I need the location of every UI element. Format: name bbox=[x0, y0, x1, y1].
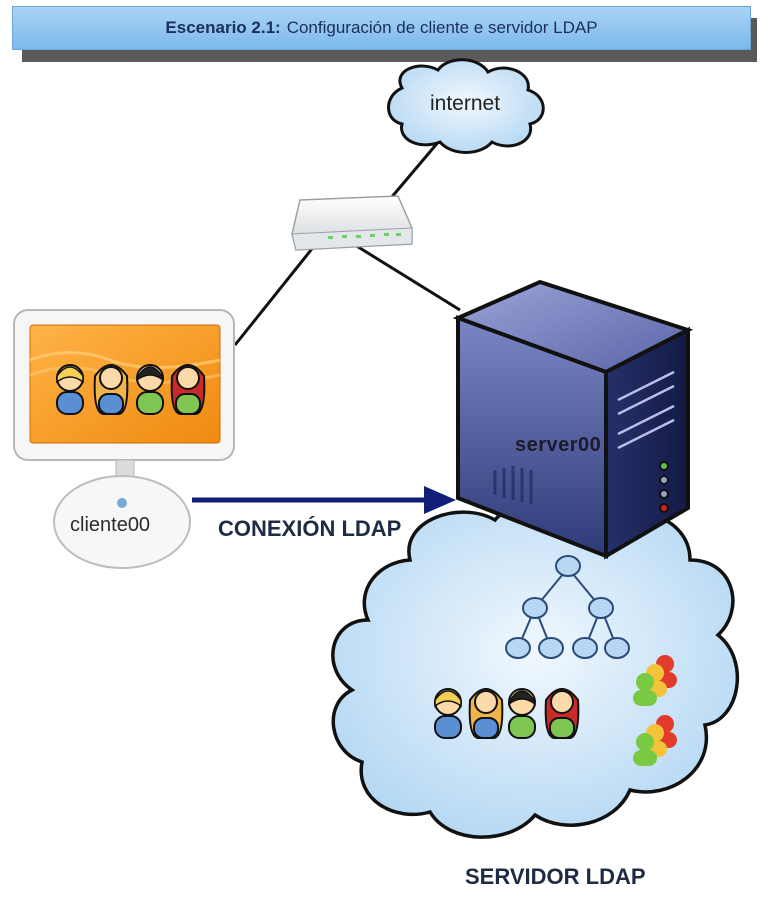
user-icon bbox=[136, 364, 164, 415]
user-icon bbox=[544, 688, 580, 739]
scenario-label: Escenario 2.1: bbox=[165, 18, 281, 37]
ldap-server-label: SERVIDOR LDAP bbox=[465, 864, 646, 889]
group-icon bbox=[633, 715, 677, 766]
monitor-users bbox=[56, 364, 206, 415]
title-banner: Escenario 2.1: Configuración de cliente … bbox=[12, 6, 751, 50]
user-icon bbox=[468, 688, 504, 739]
ldap-users bbox=[434, 688, 580, 739]
connection-arrow bbox=[192, 486, 456, 514]
user-icon bbox=[170, 364, 206, 415]
internet-label: internet bbox=[430, 92, 501, 115]
user-icon bbox=[93, 364, 129, 415]
directory-tree-icon bbox=[505, 555, 630, 659]
server-icon bbox=[452, 279, 694, 560]
connection-lines bbox=[233, 139, 461, 346]
user-icon bbox=[434, 688, 462, 739]
client-label: cliente00 bbox=[70, 514, 151, 536]
router-icon bbox=[291, 195, 413, 251]
ldap-cloud bbox=[331, 499, 740, 839]
user-icon bbox=[56, 364, 84, 415]
user-icon bbox=[508, 688, 536, 739]
cloud-icon bbox=[387, 58, 545, 154]
group-icon bbox=[633, 655, 677, 706]
connection-label: CONEXIÓN LDAP bbox=[218, 516, 402, 541]
title-text: Configuración de cliente e servidor LDAP bbox=[286, 18, 598, 37]
server-label: server00 bbox=[515, 434, 602, 456]
